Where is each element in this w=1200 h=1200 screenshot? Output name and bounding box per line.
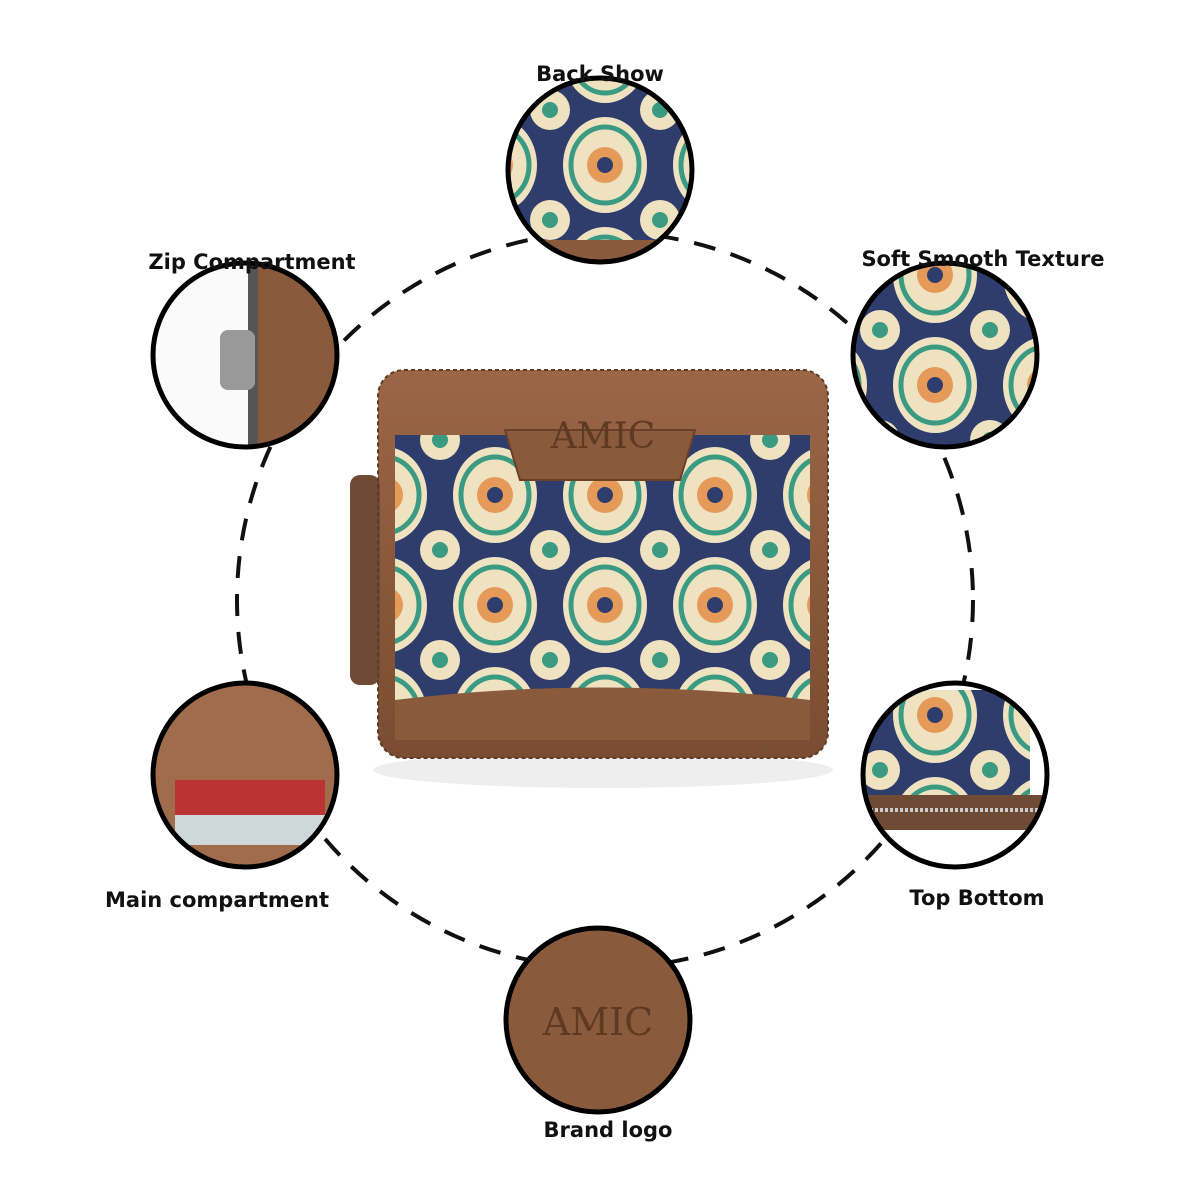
label-back-show: Back Show <box>536 62 664 86</box>
wallet-image: AMIC <box>350 369 833 788</box>
zip-compartment-image <box>153 263 337 447</box>
label-zip-compartment: Zip Compartment <box>148 250 356 274</box>
label-soft-smooth-texture: Soft Smooth Texture <box>861 247 1105 271</box>
circle-borders <box>150 75 1050 1115</box>
label-brand-logo: Brand logo <box>543 1118 673 1142</box>
wallet-brand-emboss: AMIC <box>550 416 656 457</box>
brand-logo-image: AMIC <box>506 928 690 1112</box>
soft-texture-image <box>853 263 1037 447</box>
top-bottom-image <box>863 683 1047 867</box>
back-show-image <box>508 78 692 262</box>
logo-emboss: AMIC <box>542 1000 653 1044</box>
label-top-bottom: Top Bottom <box>909 886 1045 910</box>
main-compartment-image <box>153 683 337 867</box>
label-main-compartment: Main compartment <box>105 888 329 912</box>
